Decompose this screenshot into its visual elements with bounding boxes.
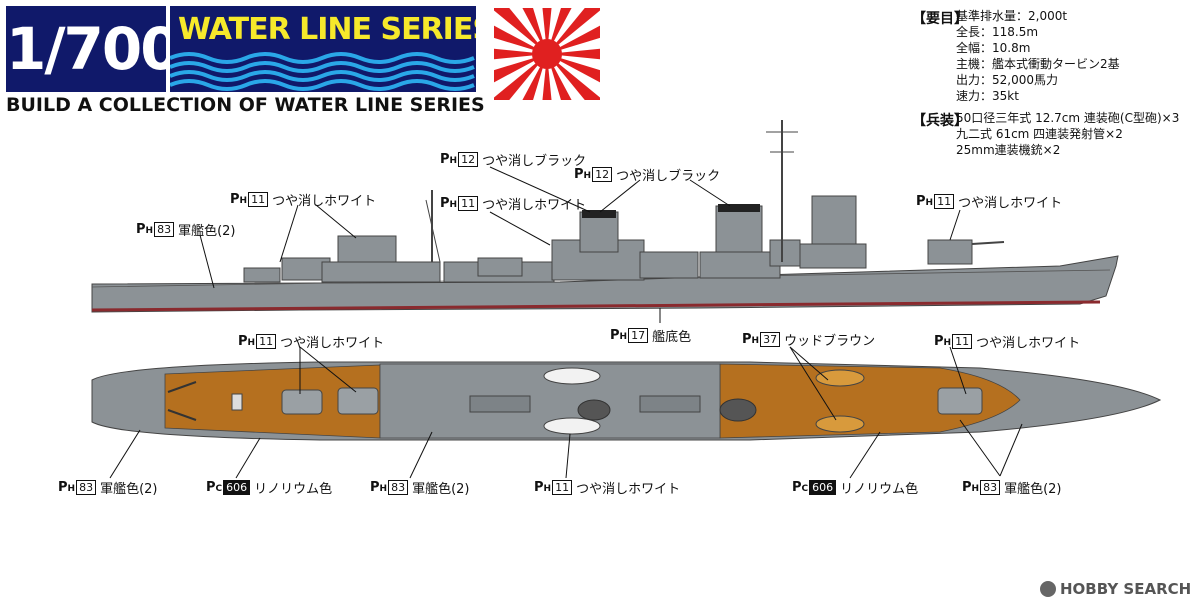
series-tagline: BUILD A COLLECTION OF WATER LINE SERIES xyxy=(6,94,485,116)
flag-ray xyxy=(494,8,547,54)
paint-name: つや消しホワイト xyxy=(576,482,681,497)
paint-name: 軍艦色(2) xyxy=(100,482,158,497)
paint-code: 11 xyxy=(952,334,973,349)
paint-code: 83 xyxy=(154,222,175,237)
paint-name: リノリウム色 xyxy=(254,482,333,497)
scale-badge: 1/700 xyxy=(6,6,181,92)
paint-label: PH 83 軍艦色(2) xyxy=(370,480,470,497)
paint-name: リノリウム色 xyxy=(840,482,919,497)
paint-code: 83 xyxy=(980,480,1001,495)
paint-label: PH 83 軍艦色(2) xyxy=(136,222,236,239)
specs-list: 基準排水量：2,000t 全長：118.5m 全幅：10.8m 主機：艦本式衝動タービ… xyxy=(956,8,1120,104)
side-view-leader-lines xyxy=(199,166,961,323)
paint-name: つや消しブラック xyxy=(616,169,721,184)
paint-code: 17 xyxy=(628,328,649,343)
spec-line: 九二式 61cm 四連装発射管×2 xyxy=(956,127,1123,141)
spec-line: 速力：35kt xyxy=(956,89,1019,103)
paint-code: 11 xyxy=(248,192,269,207)
paint-label: PH 11 つや消しホワイト xyxy=(534,480,681,497)
spec-line: 全幅：10.8m xyxy=(956,41,1031,55)
top-view-leader-lines xyxy=(109,346,1023,479)
flag-ray xyxy=(494,25,547,54)
flag-ray xyxy=(547,54,600,100)
paint-code: 37 xyxy=(760,332,781,347)
flag-ray xyxy=(547,8,600,54)
paint-label: PH 11 つや消しホワイト xyxy=(916,194,1063,211)
flag-ray xyxy=(547,25,600,54)
paint-name: つや消しホワイト xyxy=(482,198,587,213)
paint-code: 12 xyxy=(458,152,479,167)
spec-line: 主機：艦本式衝動タービン2基 xyxy=(956,57,1120,71)
top-view-fittings xyxy=(167,367,983,435)
hobby-search-logo-icon xyxy=(1040,581,1056,597)
paint-name: つや消しブラック xyxy=(482,154,587,169)
paint-code: 12 xyxy=(592,167,613,182)
spec-line: 出力：52,000馬力 xyxy=(956,73,1058,87)
series-logo: WATER LINE SERIES xyxy=(170,6,476,92)
paint-name: 軍艦色(2) xyxy=(1004,482,1062,497)
paint-name: つや消しホワイト xyxy=(976,336,1081,351)
watermark-text: HOBBY SEARCH xyxy=(1060,580,1192,598)
flag-ray xyxy=(547,48,600,60)
spec-line: 全長：118.5m xyxy=(956,25,1039,39)
spec-line: 50口径三年式 12.7cm 連装砲(C型砲)×3 xyxy=(956,111,1180,125)
flag-ray xyxy=(547,8,572,54)
paint-label: PH 37 ウッドブラウン xyxy=(742,332,876,349)
paint-code: 606 xyxy=(809,480,837,495)
paint-label: PH 11 つや消しホワイト xyxy=(238,334,385,351)
paint-name: ウッドブラウン xyxy=(784,334,876,349)
flag-ray xyxy=(494,48,547,60)
series-title: WATER LINE SERIES xyxy=(178,12,476,47)
wave-logo-icon xyxy=(170,52,475,91)
flag-ray xyxy=(547,54,572,100)
paint-label: PH 11 つや消しホワイト xyxy=(934,334,1081,351)
paint-label: PH 12 つや消しブラック xyxy=(574,167,721,184)
armament-list: 50口径三年式 12.7cm 連装砲(C型砲)×3 九二式 61cm 四連装発射管… xyxy=(956,110,1179,158)
paint-label: PH 83 軍艦色(2) xyxy=(58,480,158,497)
paint-code: 11 xyxy=(458,196,479,211)
flag-ray xyxy=(494,54,547,83)
flag-ray xyxy=(547,54,600,83)
paint-code: 606 xyxy=(223,480,251,495)
spec-line: 基準排水量：2,000t xyxy=(956,9,1068,23)
top-view-hull xyxy=(91,361,1162,441)
paint-label: PH 83 軍艦色(2) xyxy=(962,480,1062,497)
flag-ray xyxy=(542,8,552,54)
specs-panel: 【要目】 基準排水量：2,000t 全長：118.5m 全幅：10.8m 主機：艦本式… xyxy=(912,8,1179,158)
flag-ray xyxy=(542,54,552,100)
armament-heading: 【兵装】 xyxy=(912,113,968,129)
paint-code: 83 xyxy=(76,480,97,495)
paint-name: つや消しホワイト xyxy=(958,196,1063,211)
spec-line: 25mm連装機銃×2 xyxy=(956,143,1061,157)
aft-funnel-cap xyxy=(582,210,616,218)
paint-name: つや消しホワイト xyxy=(272,194,377,209)
watermark: HOBBY SEARCH xyxy=(1040,580,1191,598)
paint-code: 83 xyxy=(388,480,409,495)
specs-heading: 【要目】 xyxy=(912,11,968,27)
paint-label: PH 12 つや消しブラック xyxy=(440,152,587,169)
paint-label: PC 606 リノリウム色 xyxy=(206,480,333,497)
side-view-superstructure xyxy=(243,120,1005,283)
paint-label: PC 606 リノリウム色 xyxy=(792,480,919,497)
paint-code: 11 xyxy=(934,194,955,209)
paint-label: PH 17 艦底色 xyxy=(610,328,692,345)
flag-ray xyxy=(494,54,547,100)
paint-label: PH 11 つや消しホワイト xyxy=(440,196,587,213)
paint-code: 11 xyxy=(552,480,573,495)
fore-funnel-cap xyxy=(718,204,760,212)
paint-label: PH 11 つや消しホワイト xyxy=(230,192,377,209)
paint-code: 11 xyxy=(256,334,277,349)
paint-name: 軍艦色(2) xyxy=(412,482,470,497)
rising-sun-flag-icon xyxy=(494,8,600,100)
paint-name: 軍艦色(2) xyxy=(178,224,236,239)
paint-name: 艦底色 xyxy=(652,330,692,345)
paint-name: つや消しホワイト xyxy=(280,336,385,351)
